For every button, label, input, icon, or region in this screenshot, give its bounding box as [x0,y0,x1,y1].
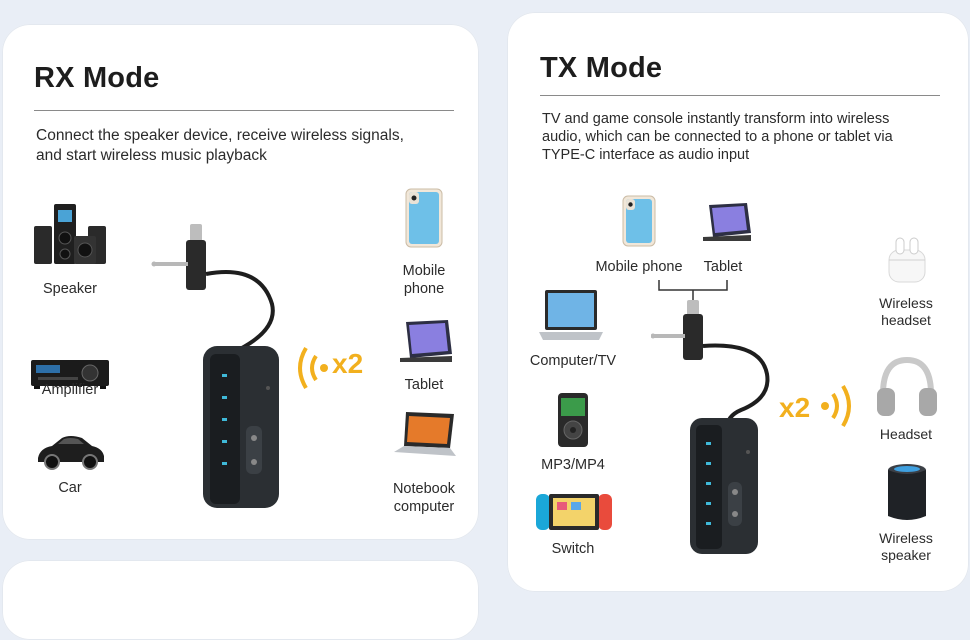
tx-description: TV and game console instantly transform … [542,111,893,163]
source-label-mp3: MP3/MP4 [541,457,605,473]
tablet-icon [396,318,454,364]
mobile-phone-icon [404,188,444,248]
tablet-icon [699,201,753,243]
mobile-phone-icon [619,195,659,247]
target-label-notebook: Notebook computer [392,481,456,515]
audio-adapter-cable-icon [150,214,290,374]
device-label-mobile: Mobile phone [595,259,683,275]
source-label-amplifier: Amplifier [41,382,99,398]
target-label-tablet: Tablet [404,377,444,393]
rx-title: RX Mode [34,62,160,94]
car-icon [34,430,106,470]
source-label-car: Car [58,480,82,496]
laptop-icon [537,288,605,344]
lower-card [2,560,479,640]
rx-divider [34,110,454,111]
game-console-icon [535,492,613,532]
bluetooth-transmitter-device [689,416,759,556]
tx-mode-card: TX Mode TV and game console instantly tr… [507,12,969,592]
wireless-signal-icon [290,340,334,396]
rx-description: Connect the speaker device, receive wire… [36,127,404,164]
bluetooth-receiver-device [202,344,280,512]
target-label-headset: Headset [879,426,933,442]
wireless-signal-icon [815,378,859,434]
laptop-icon [392,410,458,462]
mp3-player-icon [557,392,589,448]
target-label-wireless-speaker: Wireless speaker [879,530,933,563]
smart-speaker-icon [885,462,929,524]
earbuds-icon [883,236,931,284]
tx-title: TX Mode [540,52,663,84]
target-label-wireless-headset: Wireless headset [879,295,933,328]
target-label-mobile: Mobile phone [402,263,446,297]
connector-bracket [657,278,737,300]
tx-multiplier-badge: x2 [779,392,811,423]
source-label-switch: Switch [551,541,595,557]
rx-mode-card: RX Mode Connect the speaker device, rece… [2,24,479,540]
source-label-speaker: Speaker [42,281,97,297]
audio-adapter-cable-icon [651,298,781,428]
amplifier-icon [30,358,110,390]
speaker-system-icon [32,202,108,266]
headphones-icon [875,356,939,418]
tx-divider [540,95,940,96]
rx-multiplier-badge: x2 [332,348,364,379]
device-label-tablet: Tablet [703,259,743,275]
source-label-computer: Computer/TV [529,353,617,369]
